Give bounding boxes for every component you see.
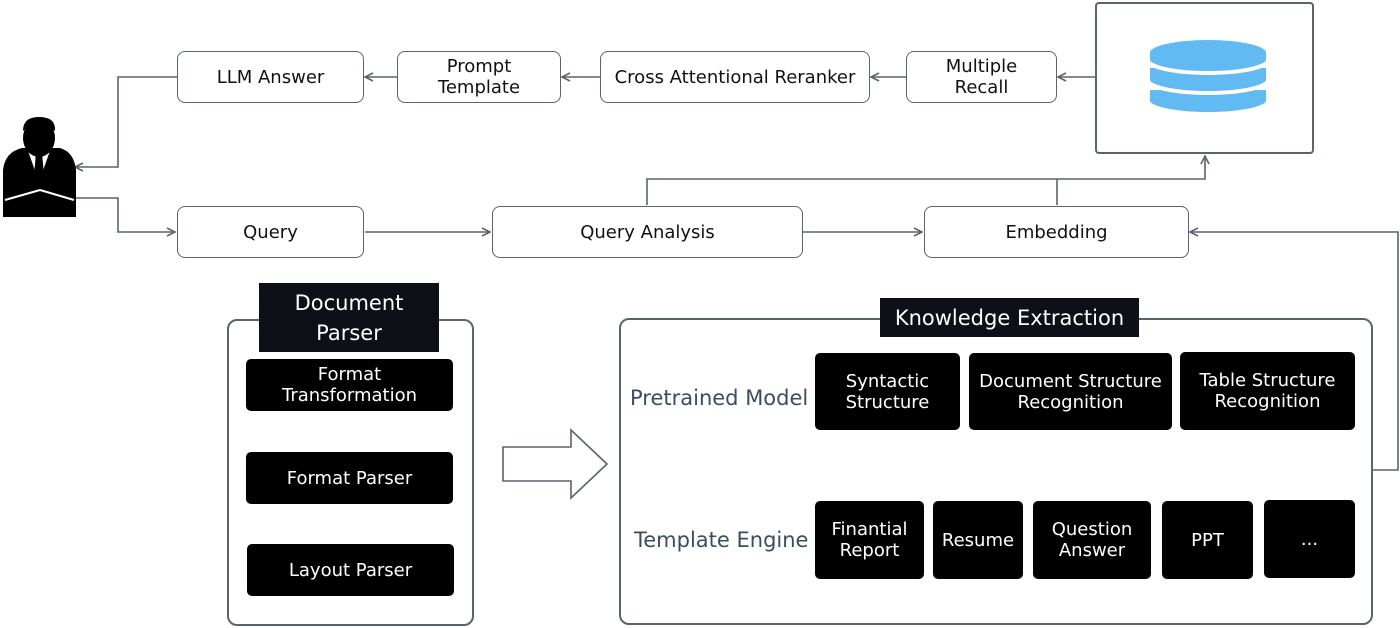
llm-answer-box: LLM Answer xyxy=(177,51,364,103)
format-parser-label: Format Parser xyxy=(286,467,413,489)
arrow-right-outline-icon xyxy=(502,428,609,500)
pretrained-model-label: Pretrained Model xyxy=(630,386,809,410)
format-transformation-label: Format Transformation xyxy=(281,364,418,406)
user-icon xyxy=(3,117,76,217)
template-engine-label: Template Engine xyxy=(634,528,809,552)
reranker-box: Cross Attentional Reranker xyxy=(600,51,870,103)
more-box: ... xyxy=(1264,500,1355,578)
question-answer-box: Question Answer xyxy=(1033,501,1151,579)
ppt-label: PPT xyxy=(1191,529,1224,551)
table-structure-label: Table Structure Recognition xyxy=(1199,370,1336,412)
more-label: ... xyxy=(1300,528,1319,550)
query-label: Query xyxy=(243,221,298,243)
resume-box: Resume xyxy=(933,501,1023,579)
knowledge-extraction-title: Knowledge Extraction xyxy=(880,298,1139,337)
multiple-recall-label: Multiple Recall xyxy=(945,56,1018,98)
prompt-template-box: Prompt Template xyxy=(397,51,561,103)
query-analysis-box: Query Analysis xyxy=(492,206,803,258)
format-transformation-box: Format Transformation xyxy=(246,359,453,411)
table-structure-box: Table Structure Recognition xyxy=(1180,352,1355,430)
resume-label: Resume xyxy=(941,529,1015,551)
syntactic-structure-box: Syntactic Structure xyxy=(815,353,960,430)
database-panel xyxy=(1095,2,1314,154)
document-structure-label: Document Structure Recognition xyxy=(979,370,1162,413)
financial-report-box: Finantial Report xyxy=(815,501,924,579)
llm-answer-label: LLM Answer xyxy=(216,66,325,88)
format-parser-box: Format Parser xyxy=(246,452,453,504)
ppt-box: PPT xyxy=(1162,501,1253,579)
embedding-box: Embedding xyxy=(924,206,1189,258)
query-analysis-label: Query Analysis xyxy=(580,221,715,243)
database-icon xyxy=(1146,36,1270,116)
question-answer-label: Question Answer xyxy=(1051,519,1133,561)
query-box: Query xyxy=(177,206,364,258)
document-structure-box: Document Structure Recognition xyxy=(969,353,1172,430)
arrow-llm-to-user xyxy=(75,76,177,167)
financial-report-label: Finantial Report xyxy=(831,519,908,561)
reranker-label: Cross Attentional Reranker xyxy=(614,66,856,88)
layout-parser-box: Layout Parser xyxy=(247,544,454,596)
document-parser-title: Document Parser xyxy=(259,283,439,352)
arrow-user-to-query xyxy=(62,197,175,232)
multiple-recall-box: Multiple Recall xyxy=(906,51,1057,103)
embedding-label: Embedding xyxy=(1005,221,1108,243)
prompt-template-label: Prompt Template xyxy=(437,56,521,98)
arrow-analysis-to-db xyxy=(646,156,1205,205)
syntactic-structure-label: Syntactic Structure xyxy=(845,370,930,413)
arrow-extraction-to-embedding xyxy=(1190,232,1399,471)
layout-parser-label: Layout Parser xyxy=(288,559,413,581)
